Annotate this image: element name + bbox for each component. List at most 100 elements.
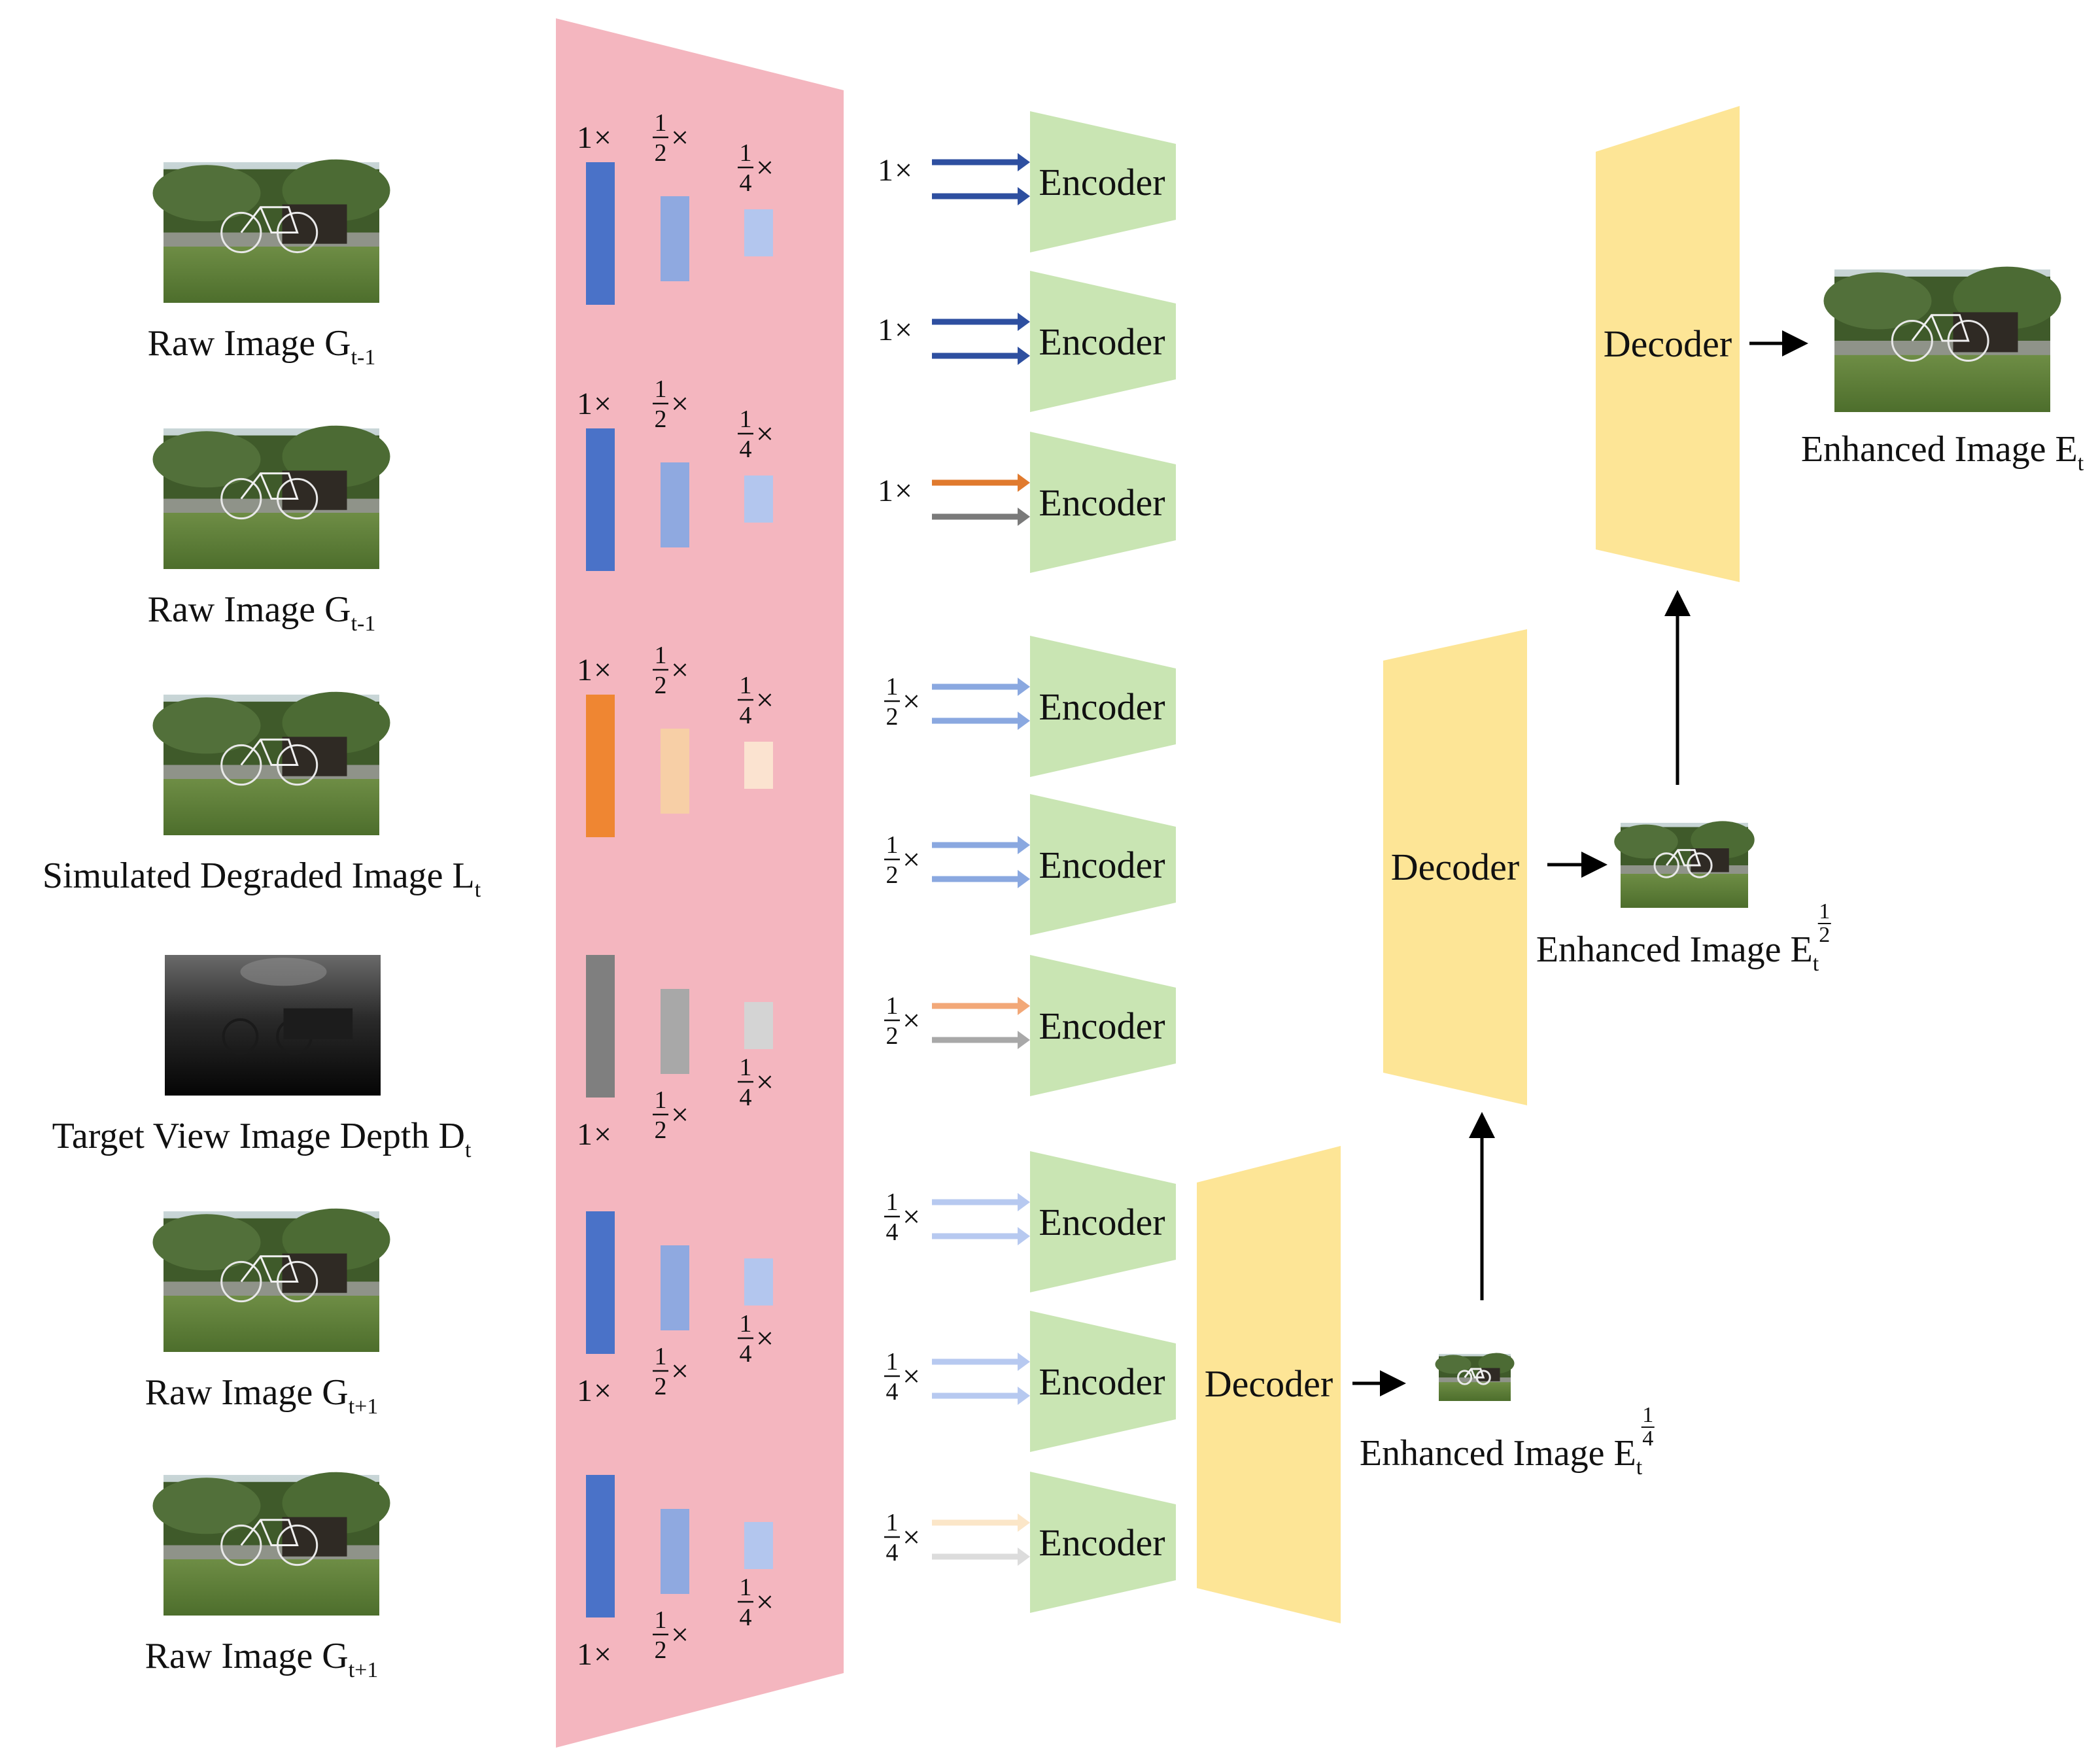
encoder-label: Encoder (1039, 685, 1165, 728)
feature-map-quarter (744, 1522, 773, 1569)
input-label-text: Raw Image Gt-1 (148, 589, 376, 636)
feature-group: 1×12×14× (577, 1475, 774, 1672)
input-label: Raw Image Gt-1 (148, 589, 376, 636)
encoder-shape (1030, 271, 1176, 412)
bike-wheel (220, 1260, 262, 1303)
scale-times: × (671, 387, 689, 421)
feature-group: 1×12×14× (577, 955, 774, 1152)
frac-den: 4 (740, 1340, 752, 1368)
bike-frame (240, 738, 299, 766)
scale-times: × (671, 1354, 689, 1389)
frac-num: 1 (740, 672, 752, 699)
scale-times: × (594, 120, 611, 155)
scale-num: 1 (878, 153, 893, 188)
scale-label-quarter: 14× (738, 672, 774, 729)
frac-den: 2 (655, 406, 667, 433)
bike-wheel (220, 211, 262, 254)
frac-num: 1 (886, 673, 899, 700)
photo-grass (163, 1559, 379, 1616)
decoder-block: Decoder (1197, 1146, 1341, 1623)
feature-map-quarter (744, 476, 773, 523)
frac-num: 1 (886, 831, 899, 859)
feature-map-half (661, 989, 689, 1074)
scale-times: × (594, 1637, 611, 1672)
scale-times: × (756, 1065, 774, 1099)
output-image (1435, 1353, 1515, 1401)
frac-num: 1 (886, 1188, 899, 1216)
bench-shape (283, 1008, 353, 1039)
encoder-scale-label: 12× (884, 831, 920, 889)
encoder-label: Encoder (1039, 1521, 1165, 1564)
scale-label-full: 1× (577, 1637, 611, 1672)
decoder-label: Decoder (1391, 846, 1519, 888)
encoder-scale-label: 14× (884, 1348, 920, 1406)
photo-tree (1435, 1355, 1471, 1374)
photo-grass (163, 1296, 379, 1352)
output-label-text: Enhanced Image Et (1801, 429, 2084, 476)
scale-times: × (671, 653, 689, 687)
feature-map-full (586, 955, 615, 1098)
encoder-scale-label: 1× (878, 474, 912, 508)
frac-den: 4 (740, 1604, 752, 1631)
bike-frame (240, 1519, 299, 1546)
input-arrow-head (1018, 1548, 1030, 1566)
feature-map-full (586, 695, 615, 837)
input-arrow-head (1018, 1227, 1030, 1245)
photo-tree (152, 697, 261, 754)
feature-group: 1×12×14× (577, 375, 774, 571)
output-sup-den: 2 (1819, 923, 1830, 947)
output-sup-den: 4 (1642, 1427, 1653, 1451)
input-arrow-head (1018, 1193, 1030, 1211)
feature-map-full (586, 1475, 615, 1617)
input-image (165, 955, 381, 1096)
bike-frame (240, 472, 299, 500)
photo-grass (1621, 874, 1748, 908)
scale-times: × (671, 1617, 689, 1652)
feature-map-full (586, 428, 615, 571)
frac-den: 2 (655, 1116, 667, 1144)
scale-times: × (756, 150, 774, 185)
frac-num: 1 (740, 1054, 752, 1081)
photo-tree (1823, 272, 1932, 330)
input-image (152, 1472, 390, 1616)
scale-label-half: 12× (653, 375, 689, 433)
input-arrow-head (1018, 678, 1030, 696)
input-label: Simulated Degraded Image Lt (43, 856, 481, 902)
scale-times: × (903, 684, 920, 719)
photo-grass (163, 513, 379, 569)
frac-den: 2 (886, 1022, 899, 1050)
decoder-shape (1596, 106, 1740, 582)
decoder-label: Decoder (1604, 322, 1732, 365)
encoder-shape (1030, 1472, 1176, 1613)
feature-map-half (661, 196, 689, 281)
scale-label-full: 1× (577, 120, 611, 155)
scale-label-quarter: 14× (738, 1574, 774, 1631)
output-label-text: Enhanced Image Et (1360, 1433, 1643, 1479)
frac-num: 1 (740, 1574, 752, 1601)
output-image (1614, 821, 1755, 908)
scale-times: × (594, 387, 611, 421)
frac-num: 1 (655, 1606, 667, 1634)
scale-times: × (895, 313, 912, 347)
frac-den: 2 (655, 1373, 667, 1400)
photo-tree (152, 431, 261, 488)
photo-grass (163, 247, 379, 303)
input-arrow-head (1018, 1031, 1030, 1049)
frac-den: 4 (740, 1084, 752, 1111)
frac-den: 4 (740, 169, 752, 197)
feature-map-half (661, 729, 689, 814)
frac-den: 2 (655, 672, 667, 699)
feature-map-full (586, 1211, 615, 1354)
frac-num: 1 (740, 139, 752, 167)
scale-times: × (895, 153, 912, 188)
frac-den: 4 (886, 1378, 899, 1406)
photo-tree (152, 165, 261, 222)
input-arrow-head (1018, 474, 1030, 492)
input-label-text: Simulated Degraded Image Lt (43, 856, 481, 902)
bike-wheel (1891, 319, 1933, 362)
